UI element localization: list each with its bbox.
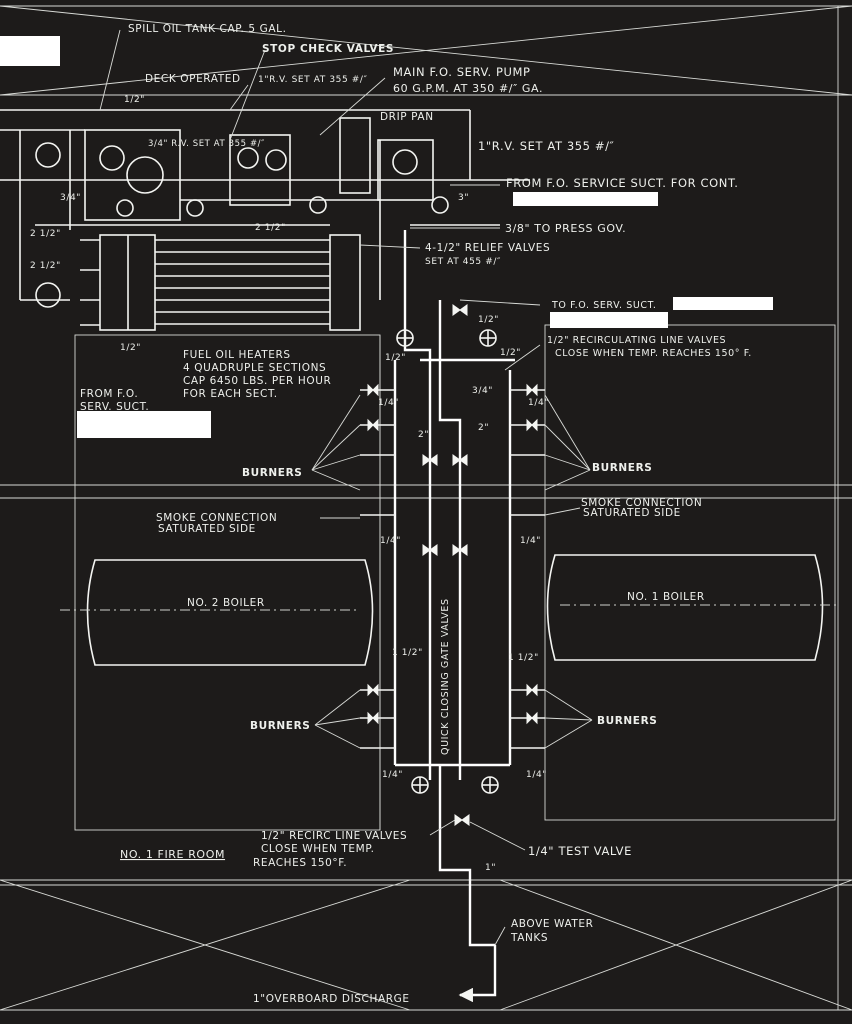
size-label: 1 1/2" [392, 648, 423, 658]
label-from-fo-service: FROM F.O. SERVICE SUCT. FOR CONT. [506, 176, 739, 190]
burner-manifolds [360, 389, 545, 749]
label-fire-room: NO. 1 FIRE ROOM [120, 848, 225, 861]
label-recirc-2: CLOSE WHEN TEMP. REACHES 150° F. [555, 348, 752, 359]
label-drip-pan: DRIP PAN [380, 111, 434, 123]
size-label: 3/4" [472, 386, 493, 396]
label-heaters-2: 4 QUADRUPLE SECTIONS [183, 362, 326, 374]
label-stop-check-valves: STOP CHECK VALVES [262, 43, 394, 55]
size-label: 1/4" [528, 398, 549, 408]
label-smoke-right-2: SATURATED SIDE [583, 507, 681, 519]
label-heaters-4: FOR EACH SECT. [183, 388, 278, 400]
main-supply-risers [393, 230, 515, 1003]
label-burners-upper-left: BURNERS [242, 467, 302, 479]
label-rv-set-right: 1"R.V. SET AT 355 #/″ [478, 139, 615, 153]
label-rv-set-355: 1"R.V. SET AT 355 #/″ [258, 75, 368, 85]
size-label: 2" [418, 430, 429, 440]
size-label: 1/2" [385, 353, 406, 363]
label-rv-set-small: 3/4" R.V. SET AT 355 #/″ [148, 139, 265, 149]
size-label: 1/4" [526, 770, 547, 780]
label-burners-lower-right: BURNERS [597, 715, 657, 727]
size-label: 2 1/2" [30, 229, 61, 239]
label-quick-closing: QUICK CLOSING GATE VALVES [440, 598, 451, 755]
label-recirc-lower-3: REACHES 150°F. [253, 857, 347, 869]
label-from-fo-2: SERV. SUCT. [80, 401, 149, 413]
pump-room-equipment [0, 109, 530, 308]
label-relief-valves-1: 4-1/2" RELIEF VALVES [425, 242, 550, 254]
size-label: 1/4" [382, 770, 403, 780]
label-test-valve: 1/4" TEST VALVE [528, 844, 632, 858]
size-label: 1/4" [520, 536, 541, 546]
hull-structure-lines [0, 5, 852, 1011]
size-label: 2 1/2" [30, 261, 61, 271]
label-spill-oil-tank: SPILL OIL TANK CAP. 5 GAL. [128, 23, 287, 35]
label-smoke-right-1: SMOKE CONNECTION [581, 497, 702, 509]
size-label: 2" [478, 423, 489, 433]
label-recirc-lower-1: 1/2" RECIRC LINE VALVES [261, 830, 407, 842]
redaction-boxes [0, 36, 773, 438]
label-main-fo-pump-1: MAIN F.O. SERV. PUMP [393, 65, 531, 79]
size-label: 1 1/2" [508, 653, 539, 663]
size-label: 3/4" [60, 193, 81, 203]
label-to-press-gov: 3/8" TO PRESS GOV. [505, 222, 626, 235]
label-smoke-left-1: SMOKE CONNECTION [156, 512, 277, 524]
label-heaters-3: CAP 6450 LBS. PER HOUR [183, 375, 331, 387]
label-to-fo-serv: TO F.O. SERV. SUCT. [551, 300, 657, 311]
label-recirc-lower-2: CLOSE WHEN TEMP. [261, 843, 375, 855]
size-label: 1/4" [380, 536, 401, 546]
size-label: 1/2" [500, 348, 521, 358]
diagram-labels: SPILL OIL TANK CAP. 5 GAL. STOP CHECK VA… [30, 23, 752, 1005]
size-label: 1/2" [478, 315, 499, 325]
size-label: 1/2" [120, 343, 141, 353]
fire-room-outline [74, 324, 836, 831]
label-smoke-left-2: SATURATED SIDE [158, 523, 256, 535]
label-deck-operated: DECK OPERATED [145, 73, 241, 85]
label-burners-upper-right: BURNERS [592, 462, 652, 474]
size-label: 1" [485, 863, 496, 873]
burner-leaders [99, 29, 593, 946]
pressure-gauges [396, 329, 499, 794]
label-main-fo-pump-2: 60 G.P.M. AT 350 #/″ GA. [393, 82, 543, 95]
label-burners-lower-left: BURNERS [250, 720, 310, 732]
boiler-no-2 [60, 559, 374, 666]
fuel-oil-heaters [80, 234, 361, 331]
boiler-no-1 [546, 554, 840, 661]
label-overboard: 1"OVERBOARD DISCHARGE [253, 993, 410, 1005]
label-heaters-1: FUEL OIL HEATERS [183, 349, 291, 361]
label-boiler-1: NO. 1 BOILER [627, 591, 705, 603]
label-relief-valves-2: SET AT 455 #/″ [425, 257, 501, 267]
valve-symbols [367, 304, 538, 826]
size-label: 1/4" [378, 398, 399, 408]
size-label: 2 1/2" [255, 223, 286, 233]
label-above-water-2: TANKS [510, 932, 548, 944]
label-recirc-1: 1/2" RECIRCULATING LINE VALVES [547, 335, 726, 346]
label-from-fo-1: FROM F.O. [80, 388, 138, 400]
size-label: 3" [458, 193, 469, 203]
size-label: 1/2" [124, 95, 145, 105]
label-boiler-2: NO. 2 BOILER [187, 597, 265, 609]
label-above-water-1: ABOVE WATER [511, 918, 594, 930]
